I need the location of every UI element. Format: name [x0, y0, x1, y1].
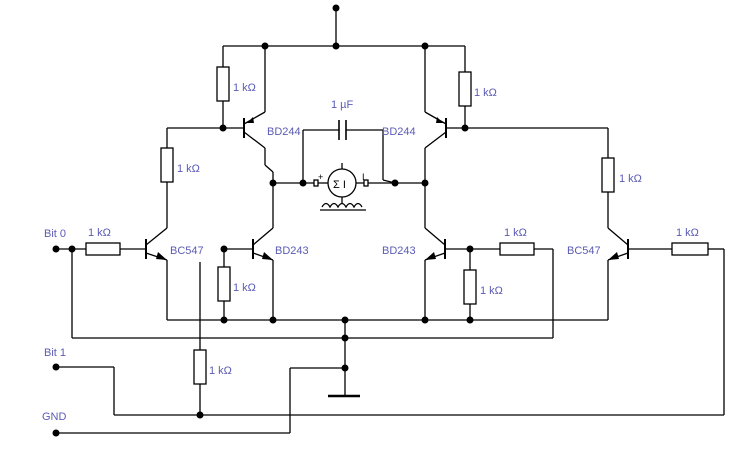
transistor-bd243-left — [252, 227, 274, 261]
svg-text:+: + — [318, 172, 323, 182]
transistor-label: BD243 — [382, 245, 416, 257]
bit0-label: Bit 0 — [44, 228, 66, 240]
bit1-terminal[interactable] — [52, 363, 60, 371]
transistor-label: BD244 — [267, 126, 301, 138]
transistor-bc547-right — [607, 227, 629, 261]
capacitor-label: 1 µF — [331, 99, 354, 111]
transistors — [145, 111, 629, 261]
motor-symbol-label: Σ I — [333, 179, 346, 191]
resistor — [601, 157, 615, 193]
resistors — [85, 66, 709, 385]
transistor-label: BC547 — [567, 245, 601, 257]
resistor-label: 1 kΩ — [88, 227, 111, 239]
bit1-label: Bit 1 — [44, 347, 66, 359]
resistor-label: 1 kΩ — [209, 365, 232, 377]
transistor-bd243-right — [424, 227, 446, 261]
resistor — [463, 269, 477, 305]
capacitor — [338, 120, 347, 140]
bit0-terminal[interactable] — [52, 245, 60, 253]
wires — [56, 8, 725, 434]
transistor-bd244-left — [243, 111, 266, 149]
resistor — [458, 71, 472, 107]
resistor — [85, 242, 121, 256]
motor: Σ I + I — [313, 163, 369, 211]
resistor-label: 1 kΩ — [480, 285, 503, 297]
gnd-terminal[interactable] — [52, 429, 60, 437]
resistor-label: 1 kΩ — [504, 227, 527, 239]
inductor-icon — [321, 202, 363, 209]
resistor — [217, 266, 231, 302]
resistor — [671, 242, 709, 256]
svg-text:I: I — [362, 172, 365, 182]
resistor — [499, 242, 535, 256]
resistor-label: 1 kΩ — [233, 82, 256, 94]
resistor — [160, 147, 174, 183]
resistor-label: 1 kΩ — [177, 163, 200, 175]
resistor-label: 1 kΩ — [619, 173, 642, 185]
junctions — [68, 4, 474, 419]
terminals — [52, 245, 60, 437]
resistor — [216, 66, 230, 102]
resistor-label: 1 kΩ — [474, 87, 497, 99]
transistor-bc547-left — [145, 227, 168, 261]
resistor — [193, 349, 207, 385]
resistor-label: 1 kΩ — [676, 227, 699, 239]
transistor-label: BD243 — [275, 245, 309, 257]
gnd-label: GND — [42, 411, 67, 423]
transistor-label: BC547 — [170, 245, 204, 257]
labels: Bit 0 Bit 1 GND 1 µF BD244 BD244 BD243 B… — [42, 82, 699, 423]
transistor-bd244-right — [424, 111, 447, 149]
resistor-label: 1 kΩ — [233, 282, 256, 294]
transistor-label: BD244 — [382, 126, 416, 138]
